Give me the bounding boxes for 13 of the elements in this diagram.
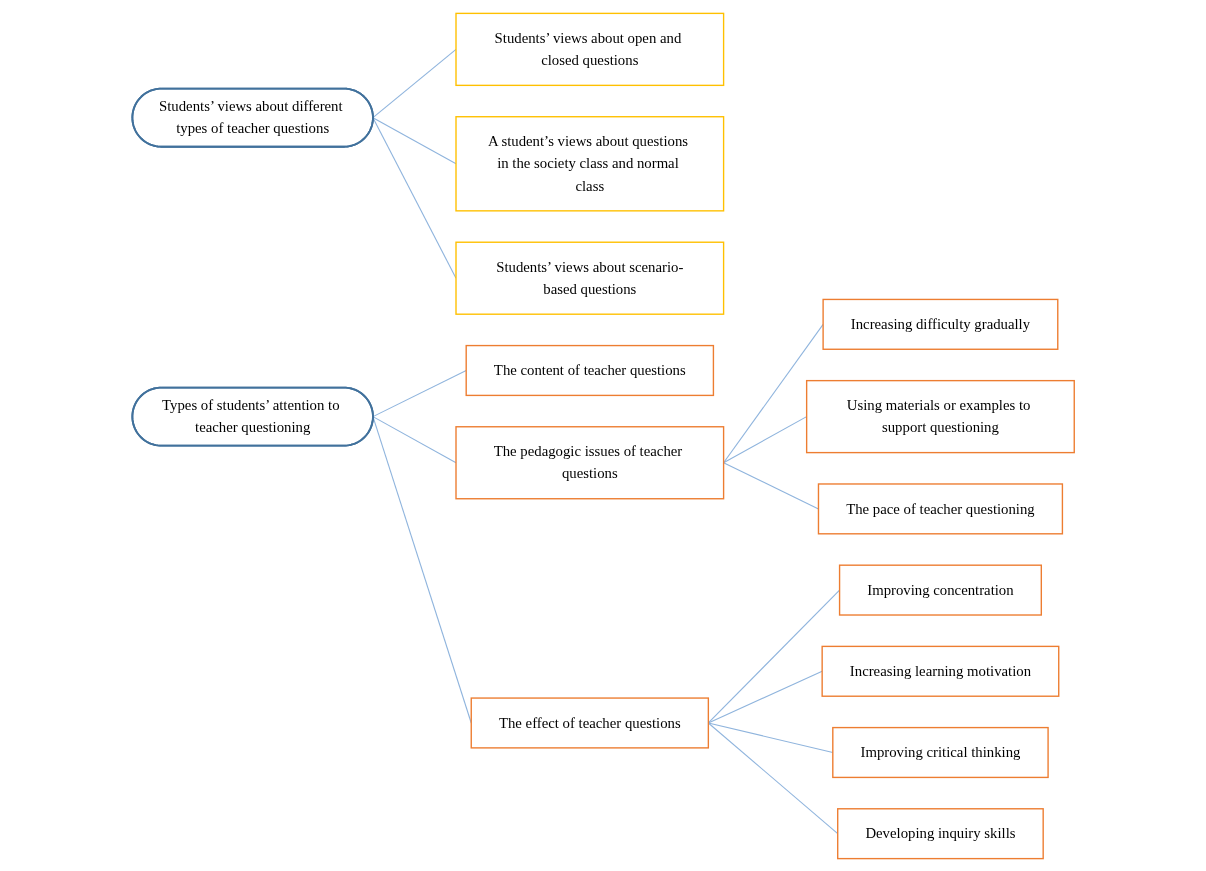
node-box: Students’ views about open and closed questions	[455, 12, 724, 86]
node-box: Developing inquiry skills	[836, 807, 1044, 859]
node-box: Increasing learning motivation	[821, 645, 1060, 697]
node-box: Using materials or examples to support questioning	[805, 379, 1075, 453]
node-box: The pace of teacher questioning	[817, 482, 1063, 534]
node-box: The effect of teacher questions	[470, 696, 709, 749]
node-box: Improving concentration	[838, 564, 1042, 616]
node-box: A student’s views about questions in the society class and normal class	[455, 115, 724, 212]
node-box: Increasing difficulty gradually	[822, 298, 1059, 350]
node-box: The content of teacher questions	[465, 344, 714, 396]
node-box: The pedagogic issues of teacher questions	[455, 425, 724, 499]
node-box: Improving critical thinking	[831, 726, 1049, 778]
node-box: Students’ views about scenario-based questions	[455, 241, 724, 315]
